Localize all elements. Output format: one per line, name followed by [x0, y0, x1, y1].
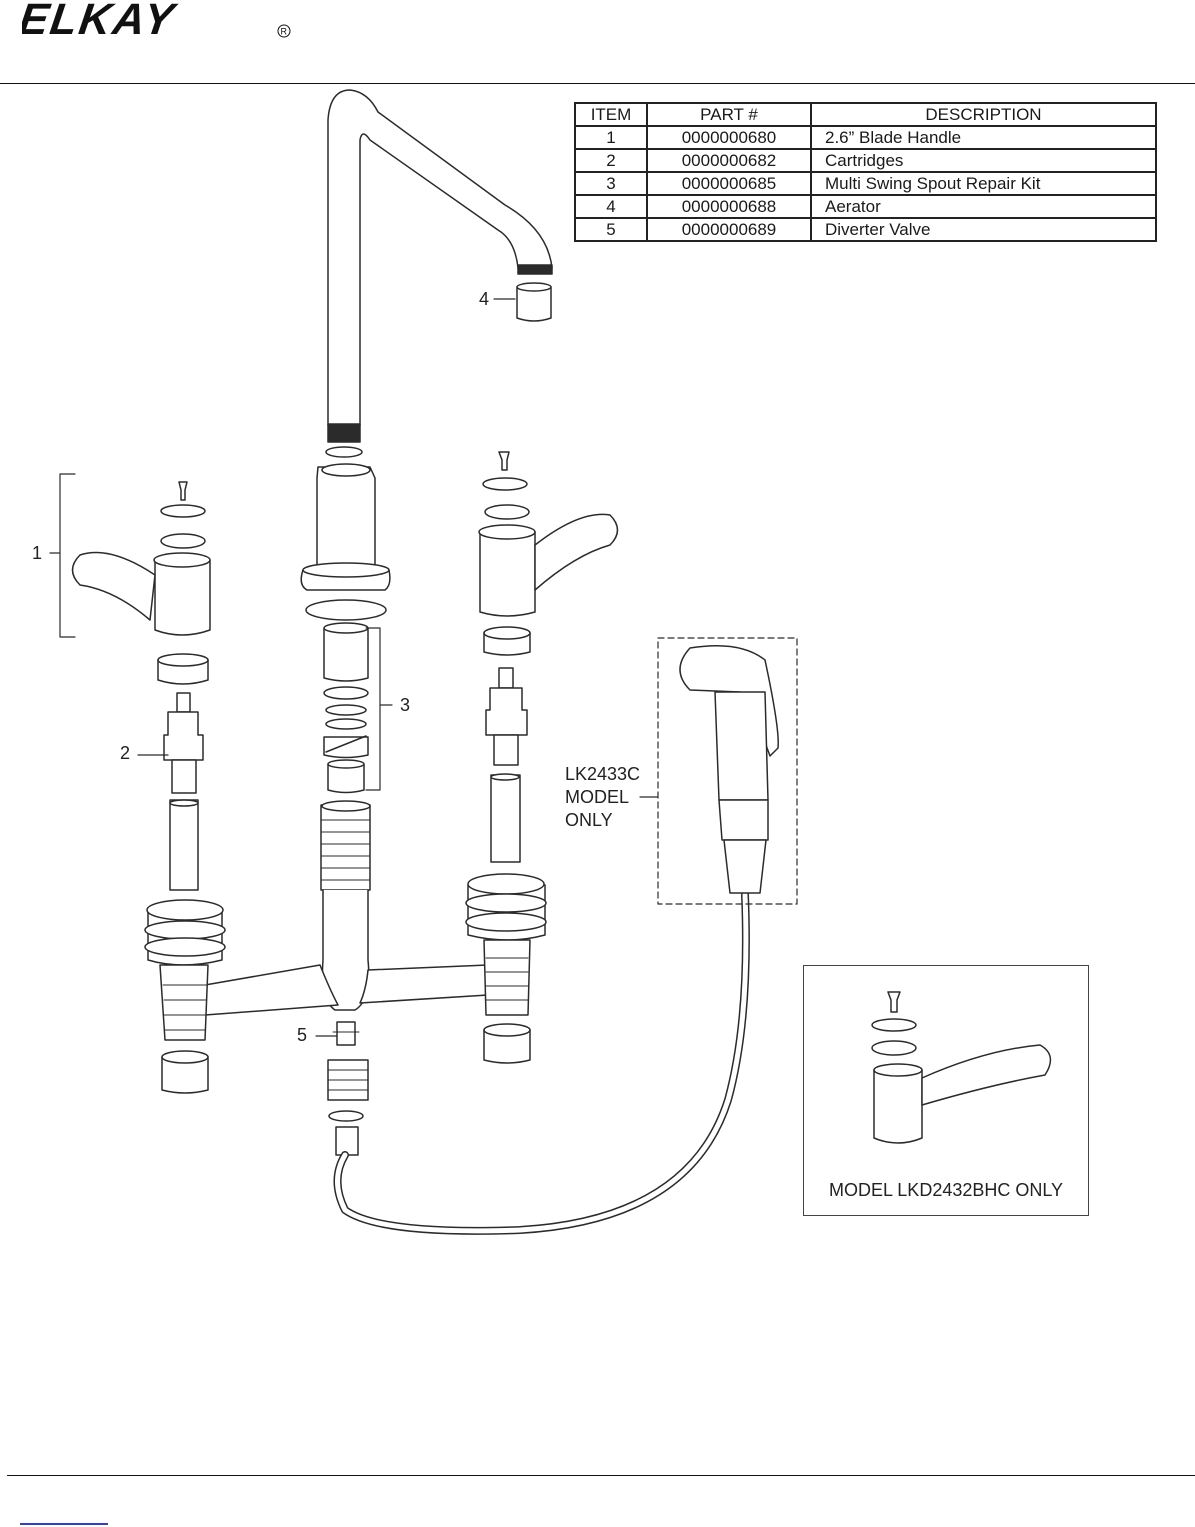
cell-item: 1 — [574, 125, 648, 150]
header-rule — [0, 83, 1195, 84]
diverter-valve — [332, 1021, 360, 1046]
callout-2: 2 — [120, 743, 131, 763]
cell-item: 3 — [574, 171, 648, 196]
cell-description: Diverter Valve — [810, 217, 1157, 242]
callout-3: 3 — [400, 695, 411, 715]
aerator — [516, 282, 552, 322]
sprayer-head — [679, 645, 779, 894]
cell-item: 5 — [574, 217, 648, 242]
sprayer-note-line-1: LK2433C — [565, 764, 641, 784]
sprayer-model-note: LK2433C MODEL ONLY — [565, 763, 640, 832]
cell-part-number: 0000000688 — [646, 194, 812, 219]
right-valve — [465, 873, 547, 1064]
header-item: ITEM — [574, 102, 648, 127]
inset-box — [803, 965, 1089, 1216]
cell-description: 2.6” Blade Handle — [810, 125, 1157, 150]
table-row: 5 0000000689 Diverter Valve — [574, 217, 1157, 242]
footer-rule — [7, 1475, 1195, 1476]
table-header-row: ITEM PART # DESCRIPTION — [574, 102, 1157, 127]
table-row: 2 0000000682 Cartridges — [574, 148, 1157, 173]
body-arms — [204, 964, 489, 1016]
cell-part-number: 0000000680 — [646, 125, 812, 150]
cell-description: Cartridges — [810, 148, 1157, 173]
cell-part-number: 0000000685 — [646, 171, 812, 196]
cell-part-number: 0000000689 — [646, 217, 812, 242]
bracket-item-3 — [365, 627, 393, 791]
right-cartridge — [485, 667, 528, 863]
base-ring — [305, 599, 387, 621]
spout-washer — [325, 446, 363, 458]
inset-blade-handle — [871, 991, 1052, 1144]
center-connector — [327, 1059, 369, 1156]
callout-1: 1 — [32, 543, 43, 563]
right-handle-assembly — [478, 451, 619, 656]
spout-body — [300, 463, 391, 591]
cell-description: Multi Swing Spout Repair Kit — [810, 171, 1157, 196]
table-row: 3 0000000685 Multi Swing Spout Repair Ki… — [574, 171, 1157, 196]
cell-item: 4 — [574, 194, 648, 219]
sprayer-note-line-3: ONLY — [565, 810, 613, 830]
left-cartridge — [163, 692, 204, 891]
cell-item: 2 — [574, 148, 648, 173]
bracket-item-1 — [49, 473, 76, 638]
callout-5: 5 — [297, 1025, 308, 1045]
logo-text: ELKAY — [22, 0, 180, 40]
elkay-logo: ELKAY R — [22, 0, 291, 40]
center-shank — [320, 800, 371, 1011]
cell-part-number: 0000000682 — [646, 148, 812, 173]
logo-registered-letter: R — [281, 27, 288, 37]
sprayer-hose — [333, 891, 750, 1235]
inset-caption: MODEL LKD2432BHC ONLY — [828, 1180, 1064, 1200]
sprayer-note-line-2: MODEL — [565, 787, 630, 807]
cell-description: Aerator — [810, 194, 1157, 219]
left-handle-assembly — [71, 481, 211, 685]
repair-kit-parts — [323, 622, 369, 794]
header-description: DESCRIPTION — [810, 102, 1157, 127]
parts-table: ITEM PART # DESCRIPTION 1 0000000680 2.6… — [574, 102, 1157, 242]
header-part-number: PART # — [646, 102, 812, 127]
left-valve — [144, 899, 226, 1094]
table-row: 1 0000000680 2.6” Blade Handle — [574, 125, 1157, 150]
sprayer-dashed-box — [657, 637, 798, 905]
footer-link[interactable] — [20, 1523, 108, 1525]
table-row: 4 0000000688 Aerator — [574, 194, 1157, 219]
swing-spout — [327, 89, 553, 443]
callout-4: 4 — [479, 289, 490, 309]
